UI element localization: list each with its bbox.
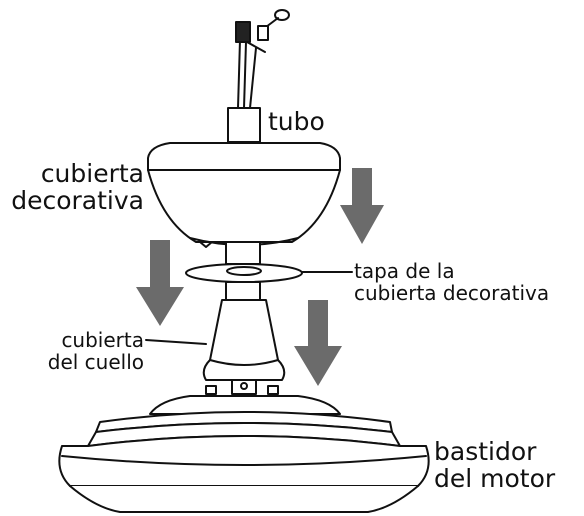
label-canopy-cover: tapa de la cubierta decorativa bbox=[354, 259, 550, 305]
label-motor-housing-line2: del motor bbox=[434, 464, 556, 493]
down-arrow-right-upper bbox=[340, 168, 384, 244]
down-arrow-left bbox=[136, 240, 184, 326]
label-canopy-line2: decorativa bbox=[11, 186, 144, 215]
label-canopy-cover-line1: tapa de la bbox=[354, 259, 455, 283]
label-collar-cover-line2: del cuello bbox=[47, 349, 144, 374]
label-canopy-line1: cubierta bbox=[40, 159, 144, 188]
label-collar-cover: cubierta del cuello bbox=[47, 328, 144, 374]
down-arrow-right-lower bbox=[294, 300, 342, 386]
label-motor-housing-line1: bastidor bbox=[434, 437, 537, 466]
collar-cover bbox=[202, 299, 286, 381]
label-tubo: tubo bbox=[268, 107, 325, 136]
wires bbox=[235, 9, 290, 109]
coupling bbox=[225, 281, 261, 301]
label-motor-housing: bastidor del motor bbox=[434, 438, 555, 492]
label-canopy-cover-line2: cubierta decorativa bbox=[354, 280, 550, 305]
motor-housing bbox=[58, 395, 430, 513]
downrod bbox=[227, 107, 261, 143]
canopy bbox=[147, 142, 341, 248]
canopy-collar bbox=[225, 241, 261, 265]
label-collar-cover-line1: cubierta bbox=[61, 328, 144, 352]
canopy-cover bbox=[185, 263, 303, 283]
label-canopy: cubierta decorativa bbox=[11, 160, 144, 214]
motor-mount bbox=[205, 379, 279, 395]
leader-collar-cover bbox=[145, 339, 207, 345]
